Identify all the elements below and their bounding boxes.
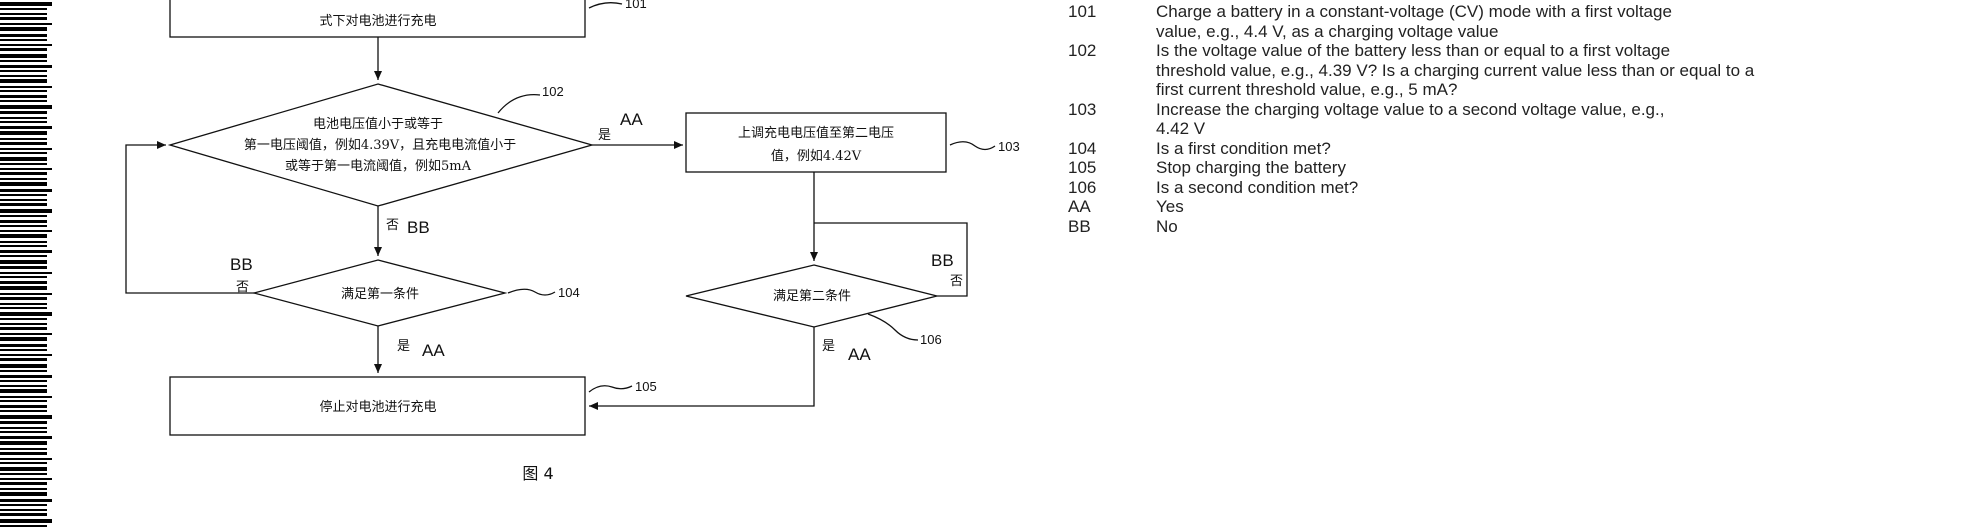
legend-text: No	[1156, 217, 1968, 237]
label-106-no-cn: 否	[950, 274, 963, 289]
legend-text: Is a second condition met?	[1156, 178, 1968, 198]
leader-105	[589, 386, 632, 392]
leader-103	[950, 142, 995, 150]
ref-102: 102	[542, 84, 564, 99]
ref-104: 104	[558, 285, 580, 300]
legend-num: 105	[1068, 158, 1096, 178]
leader-102	[498, 95, 540, 113]
legend-text: 4.42 V	[1156, 119, 1968, 139]
legend-row-102: 102 Is the voltage value of the battery …	[1068, 41, 1968, 100]
flowchart: 式下对电池进行充电 电池电压值小于或等于 第一电压阈值，例如4.39V，且充电电…	[0, 0, 1060, 528]
legend-num: BB	[1068, 217, 1091, 237]
label-102-no-cn: 否	[386, 218, 399, 233]
diamond-102-line-1: 电池电压值小于或等于	[313, 116, 443, 132]
legend-row-106: 106 Is a second condition met?	[1068, 178, 1968, 198]
ref-103: 103	[998, 139, 1020, 154]
label-104-no-en: BB	[230, 255, 253, 274]
diamond-102-line-2: 第一电压阈值，例如4.39V，且充电电流值小于	[244, 137, 516, 153]
legend-text: Increase the charging voltage value to a…	[1156, 100, 1968, 120]
figure-caption: 图 4	[522, 464, 553, 483]
legend-row-104: 104 Is a first condition met?	[1068, 139, 1968, 159]
legend-row-103: 103 Increase the charging voltage value …	[1068, 100, 1968, 139]
legend-num: 104	[1068, 139, 1096, 159]
legend-text: Charge a battery in a constant-voltage (…	[1156, 2, 1968, 22]
label-104-yes-cn: 是	[397, 339, 410, 354]
label-102-no-en: BB	[407, 218, 430, 237]
diamond-102-line-3: 或等于第一电流阈值，例如5mA	[285, 158, 472, 174]
legend-text: Is the voltage value of the battery less…	[1156, 41, 1968, 61]
legend-num: 106	[1068, 178, 1096, 198]
label-104-no-cn: 否	[236, 280, 249, 295]
legend-text: Yes	[1156, 197, 1968, 217]
legend-num: 101	[1068, 2, 1096, 22]
box-103-line-2: 值，例如4.42V	[771, 148, 862, 164]
legend-text: value, e.g., 4.4 V, as a charging voltag…	[1156, 22, 1968, 42]
leader-106	[868, 314, 918, 340]
ref-101: 101	[625, 0, 647, 11]
legend-num: 103	[1068, 100, 1096, 120]
diamond-106-text: 满足第二条件	[773, 288, 851, 304]
leader-104	[508, 289, 555, 295]
legend-text: Stop charging the battery	[1156, 158, 1968, 178]
legend-text: threshold value, e.g., 4.39 V? Is a char…	[1156, 61, 1968, 81]
diamond-104-text: 满足第一条件	[341, 286, 419, 302]
legend-text: first current threshold value, e.g., 5 m…	[1156, 80, 1968, 100]
label-106-yes-en: AA	[848, 345, 871, 364]
legend-text: Is a first condition met?	[1156, 139, 1968, 159]
box-105-text: 停止对电池进行充电	[319, 399, 436, 415]
legend-num: AA	[1068, 197, 1091, 217]
legend-num: 102	[1068, 41, 1096, 61]
ref-105: 105	[635, 379, 657, 394]
leader-101	[589, 3, 622, 8]
label-106-yes-cn: 是	[822, 339, 835, 354]
box-101-text: 式下对电池进行充电	[319, 13, 436, 29]
label-102-yes-cn: 是	[598, 128, 611, 143]
legend: 101 Charge a battery in a constant-volta…	[1068, 2, 1968, 236]
arrow-106-105	[589, 327, 814, 406]
label-106-no-en: BB	[931, 251, 954, 270]
legend-row-105: 105 Stop charging the battery	[1068, 158, 1968, 178]
legend-row-aa: AA Yes	[1068, 197, 1968, 217]
legend-row-101: 101 Charge a battery in a constant-volta…	[1068, 2, 1968, 41]
legend-row-bb: BB No	[1068, 217, 1968, 237]
label-102-yes-en: AA	[620, 110, 643, 129]
box-103-line-1: 上调充电电压值至第二电压	[738, 125, 894, 141]
ref-106: 106	[920, 332, 942, 347]
label-104-yes-en: AA	[422, 341, 445, 360]
